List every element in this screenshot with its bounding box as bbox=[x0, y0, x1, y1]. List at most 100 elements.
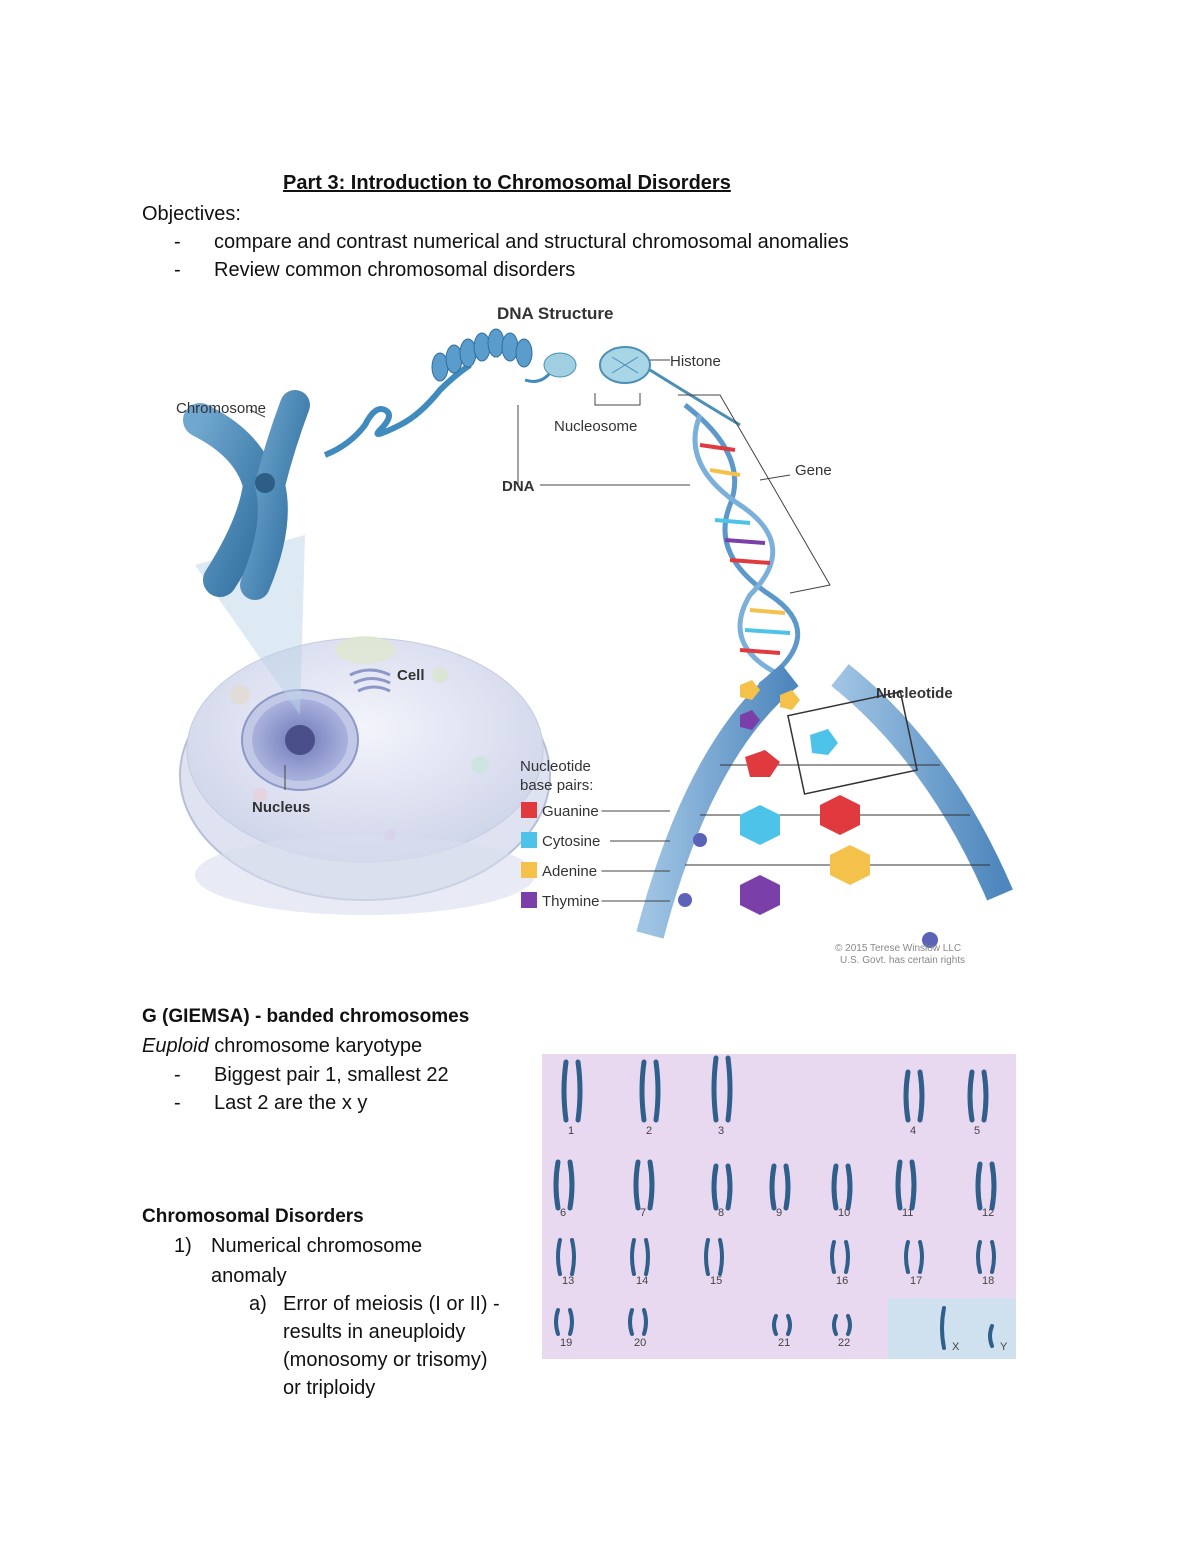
chromosome-7 bbox=[647, 1159, 655, 1211]
legend-swatch bbox=[521, 832, 537, 848]
chromosome-1 bbox=[561, 1059, 569, 1123]
chromatin-coil bbox=[323, 328, 552, 458]
dna-structure-figure: DNA Structure bbox=[176, 304, 1013, 966]
chromosome-5 bbox=[981, 1069, 989, 1123]
legend-label: Guanine bbox=[542, 803, 599, 820]
chromosome-label: 16 bbox=[836, 1275, 848, 1287]
chromosome-label: 7 bbox=[640, 1207, 646, 1219]
sub-item-line: Error of meiosis (I or II) - bbox=[283, 1293, 500, 1315]
figure-title: DNA Structure bbox=[497, 304, 614, 323]
credit-line2: U.S. Govt. has certain rights bbox=[840, 955, 965, 966]
sub-item-line: results in aneuploidy bbox=[283, 1321, 466, 1343]
chromosome-13 bbox=[556, 1238, 562, 1276]
chromosome-label: 1 bbox=[568, 1125, 574, 1137]
chromosome-label: 13 bbox=[562, 1275, 574, 1287]
sub-item-line: or triploidy bbox=[283, 1377, 376, 1399]
chromosome-9 bbox=[783, 1163, 791, 1211]
chromosome-label: 10 bbox=[838, 1207, 850, 1219]
chromosome-19 bbox=[554, 1308, 560, 1336]
chromosome-label: 4 bbox=[910, 1125, 916, 1137]
chromosome-22 bbox=[832, 1314, 838, 1336]
chromosome-1 bbox=[575, 1059, 583, 1123]
chromosome-14 bbox=[644, 1238, 650, 1276]
base-pair-legend: Nucleotide base pairs: GuanineCytosineAd… bbox=[520, 758, 670, 910]
chromosome-6 bbox=[567, 1159, 575, 1211]
chromosome-13 bbox=[570, 1238, 576, 1276]
legend-swatch bbox=[521, 802, 537, 818]
dna-helix bbox=[683, 403, 800, 688]
chromosome-label: Y bbox=[1000, 1341, 1008, 1353]
disorder-item-number: 1) bbox=[174, 1235, 192, 1257]
legend-label: Adenine bbox=[542, 863, 597, 880]
chromosome-label: 21 bbox=[778, 1337, 790, 1349]
credit-line1: © 2015 Terese Winslow LLC bbox=[835, 943, 961, 954]
chromosome-label: 12 bbox=[982, 1207, 994, 1219]
legend-title-line2: base pairs: bbox=[520, 777, 593, 794]
chromosome-Y bbox=[988, 1324, 994, 1348]
chromosome-17 bbox=[918, 1240, 924, 1274]
chromosome-8 bbox=[725, 1163, 733, 1211]
chromosome-20 bbox=[628, 1308, 634, 1336]
giemsa-subtitle-rest: chromosome karyotype bbox=[208, 1035, 423, 1057]
chromosome-17 bbox=[904, 1240, 910, 1274]
chromosome-2 bbox=[653, 1059, 661, 1123]
chromosome-label: 3 bbox=[718, 1125, 724, 1137]
cell-illustration bbox=[179, 636, 551, 915]
giemsa-bullet-text: Last 2 are the x y bbox=[214, 1092, 368, 1114]
chromosome-2 bbox=[639, 1059, 647, 1123]
label-cell: Cell bbox=[397, 667, 425, 684]
label-dna: DNA bbox=[502, 478, 535, 495]
label-gene: Gene bbox=[795, 462, 832, 479]
chromosome-label: 17 bbox=[910, 1275, 922, 1287]
nucleotide-zoom bbox=[636, 663, 1013, 948]
objective-text: Review common chromosomal disorders bbox=[214, 259, 576, 281]
sub-item-label: a) bbox=[249, 1293, 267, 1315]
chromosome-14 bbox=[630, 1238, 636, 1276]
giemsa-subtitle: Euploid chromosome karyotype bbox=[142, 1032, 422, 1060]
chromosome-5 bbox=[967, 1069, 975, 1123]
chromosome-15 bbox=[718, 1238, 724, 1276]
chromosome-21 bbox=[786, 1314, 792, 1336]
chromosome-11 bbox=[895, 1159, 903, 1211]
chromosome-11 bbox=[909, 1159, 917, 1211]
chromosome-6 bbox=[553, 1159, 561, 1211]
chromosome-3 bbox=[725, 1055, 733, 1123]
label-nucleosome: Nucleosome bbox=[554, 418, 637, 435]
legend-title-line1: Nucleotide bbox=[520, 758, 591, 775]
chromosome-18 bbox=[990, 1240, 996, 1274]
chromosome-4 bbox=[903, 1069, 911, 1123]
objective-item: -Review common chromosomal disorders bbox=[174, 259, 576, 281]
objective-item: -compare and contrast numerical and stru… bbox=[174, 231, 849, 253]
disorder-item-line1: Numerical chromosome bbox=[211, 1235, 423, 1257]
chromosome-label: 19 bbox=[560, 1337, 572, 1349]
label-nucleotide: Nucleotide bbox=[876, 685, 953, 702]
chromosome-label: 11 bbox=[902, 1207, 913, 1219]
chromosome-illustration bbox=[183, 390, 310, 600]
chromosome-22 bbox=[846, 1314, 852, 1336]
chromosome-label: 2 bbox=[646, 1125, 652, 1137]
chromosome-10 bbox=[831, 1163, 839, 1211]
chromosome-8 bbox=[711, 1163, 719, 1211]
chromosome-19 bbox=[568, 1308, 574, 1336]
chromosome-21 bbox=[772, 1314, 778, 1336]
label-chromosome: Chromosome bbox=[176, 400, 266, 417]
giemsa-bullet: -Last 2 are the x y bbox=[174, 1092, 368, 1114]
chromosome-16 bbox=[830, 1240, 836, 1274]
chromosome-label: 8 bbox=[718, 1207, 724, 1219]
chromosome-3 bbox=[711, 1055, 719, 1123]
chromosome-label: 22 bbox=[838, 1337, 850, 1349]
chromosome-label: 5 bbox=[974, 1125, 980, 1137]
giemsa-subtitle-em: Euploid bbox=[142, 1035, 209, 1057]
giemsa-bullet-text: Biggest pair 1, smallest 22 bbox=[214, 1064, 449, 1086]
chromosome-15 bbox=[704, 1238, 710, 1276]
legend-swatch bbox=[521, 892, 537, 908]
chromosome-4 bbox=[917, 1069, 925, 1123]
chromosome-label: 6 bbox=[560, 1207, 566, 1219]
giemsa-bullet: -Biggest pair 1, smallest 22 bbox=[174, 1064, 449, 1086]
chromosome-label: 20 bbox=[634, 1337, 646, 1349]
label-histone: Histone bbox=[670, 353, 721, 370]
chromosome-7 bbox=[633, 1159, 641, 1211]
chromosome-9 bbox=[769, 1163, 777, 1211]
page-title: Part 3: Introduction to Chromosomal Diso… bbox=[283, 172, 731, 194]
legend-label: Cytosine bbox=[542, 833, 600, 850]
